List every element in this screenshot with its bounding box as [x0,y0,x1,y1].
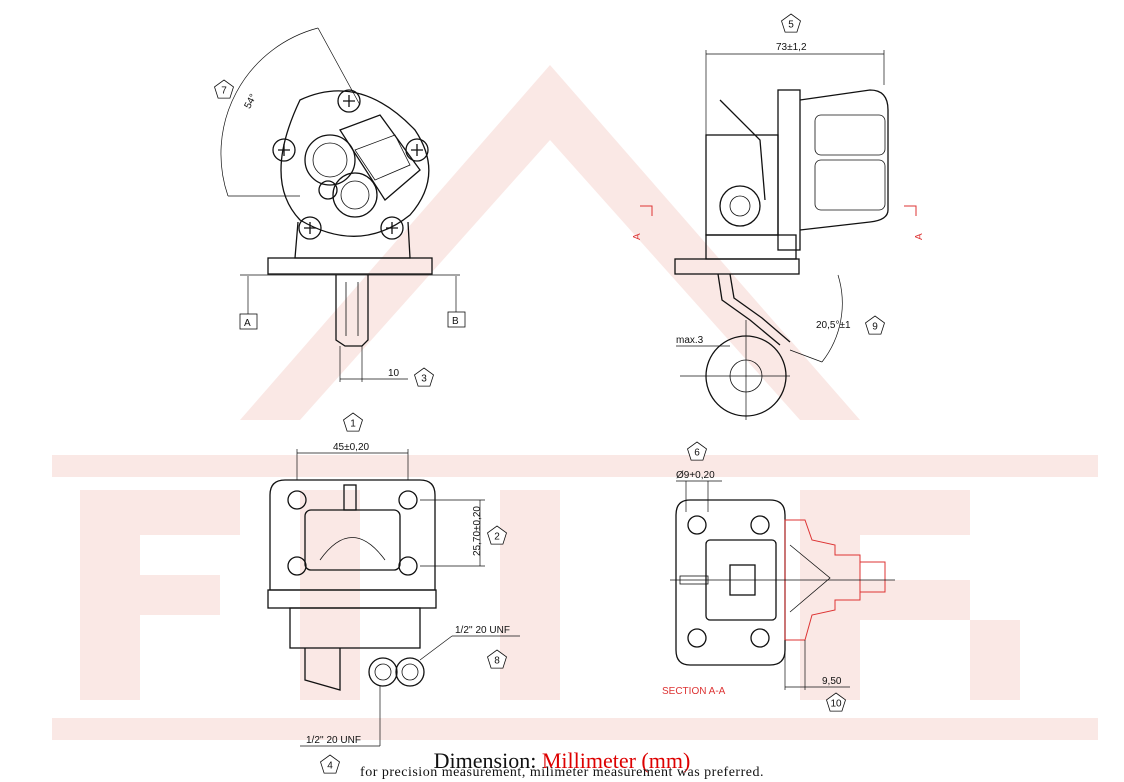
callout-number: 9 [872,322,878,333]
callout-pentagon [343,412,363,432]
hole-spacing-45-label: 45±0,20 [333,442,370,453]
section-a-a-label: SECTION A-A [662,686,726,697]
callout-number: 4 [327,761,333,772]
callout-number: 10 [830,699,842,710]
watermark-logo [52,65,1098,740]
callout-number: 5 [788,20,794,31]
datum-b-label: B [452,316,459,327]
max3-label: max.3 [676,335,704,346]
callout-pentagon [414,367,434,387]
angle-54-label: 54° [243,92,260,111]
callout-number: 8 [494,656,500,667]
callout-number: 1 [350,419,356,430]
hole-spacing-257-label: 25,70±0,20 [472,506,483,556]
callout-pentagon [865,315,885,335]
callout-pentagon [687,441,707,461]
side-view: 73±1,2 max.3 20,5°±1 A A [632,42,925,420]
dimension-unit: Millimeter (mm) [541,748,691,773]
callout-number: 7 [221,86,227,97]
callout-pentagon [214,79,234,99]
callout-number: 2 [494,532,500,543]
thread-upper-label: 1/2'' 20 UNF [455,625,510,636]
dimension-label: Dimension: [433,748,537,773]
width-10-label: 10 [388,368,400,379]
callout-number: 3 [421,374,427,385]
section-view: Ø9+0,20 9,50 SECTION A-A [662,470,895,697]
callout-markers: 1 2 3 4 5 6 7 8 9 10 [214,13,885,774]
dimension-heading: Dimension: Millimeter (mm) [0,748,1124,774]
datum-a-label: A [244,318,251,329]
callout-pentagon [487,649,507,669]
callout-pentagon [826,692,846,712]
dia-9-label: Ø9+0,20 [676,470,715,481]
thread-lower-label: 1/2'' 20 UNF [306,735,361,746]
callout-pentagon [487,525,507,545]
bottom-view: 45±0,20 25,70±0,20 1/2'' 20 UNF 1/2'' 20… [267,442,520,747]
section-mark-right: A [914,233,925,240]
callout-pentagon [781,13,801,33]
front-view: 54° A B [220,27,466,382]
dim-950-label: 9,50 [822,676,842,687]
section-mark-left: A [632,233,643,240]
callout-pentagon [320,754,340,774]
width-73-label: 73±1,2 [776,42,807,53]
precision-note: for precision measurement, milimeter mea… [360,765,764,780]
angle-205-label: 20,5°±1 [816,320,851,331]
callout-number: 6 [694,448,700,459]
